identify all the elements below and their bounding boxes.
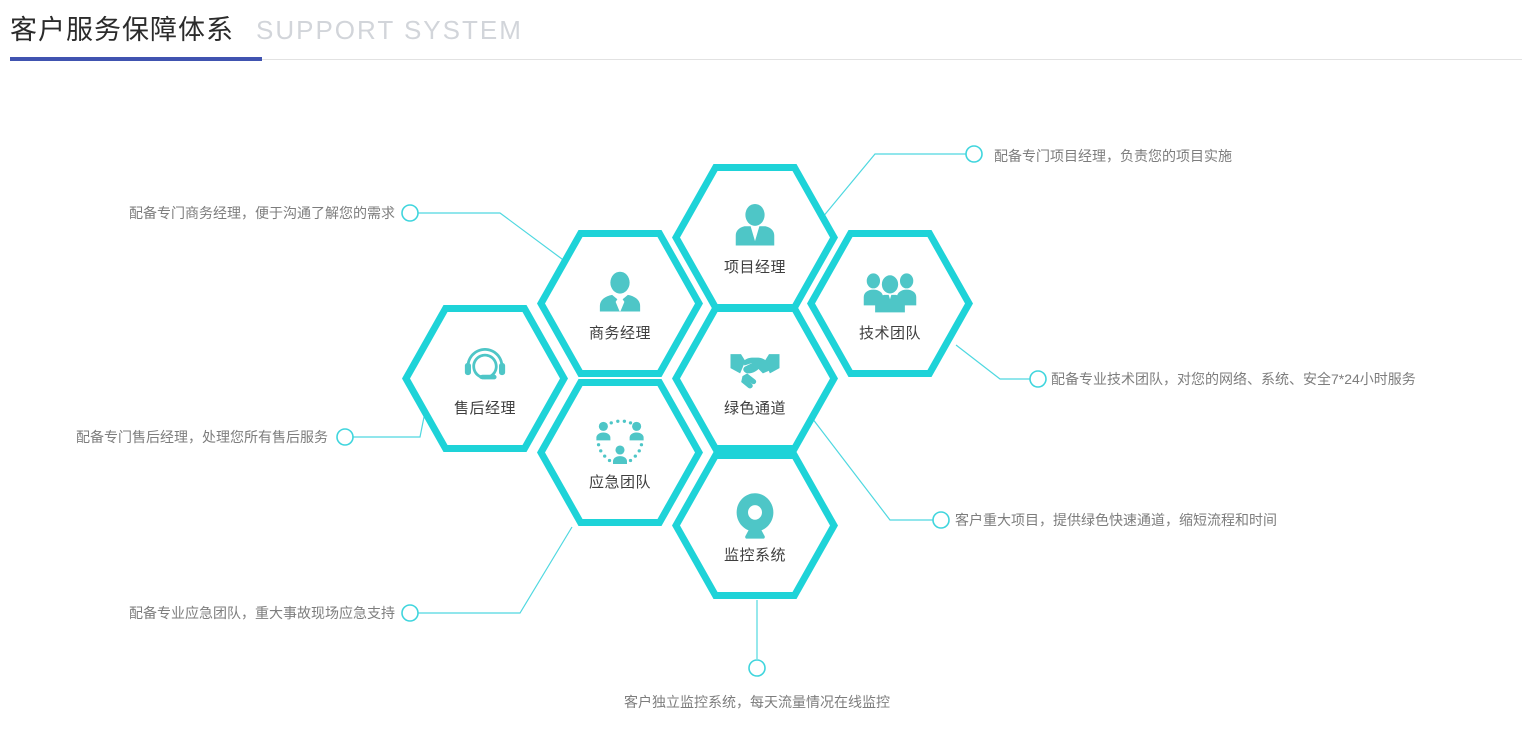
endpoint-dot-green-channel [932,511,950,529]
page-subtitle: SUPPORT SYSTEM [256,15,523,45]
hex-label: 项目经理 [723,258,786,276]
hex-node-monitoring-system[interactable]: 监控系统 [672,452,838,599]
hex-content: 售后经理 [402,305,568,452]
connector-after-sales [352,411,426,438]
endpoint-dot-project-manager [965,145,983,163]
hex-label: 监控系统 [723,546,786,564]
callout-business-manager: 配备专门商务经理，便于沟通了解您的需求 [129,205,395,221]
page-header: 客户服务保障体系 SUPPORT SYSTEM [0,0,1532,62]
callout-technical-team: 配备专业技术团队，对您的网络、系统、安全7*24小时服务 [1051,371,1416,387]
hex-content: 应急团队 [537,379,703,526]
connector-technical-team [955,344,1030,380]
team-network-icon [592,415,648,471]
endpoint-dot-after-sales [336,428,354,446]
endpoint-dot-monitoring-system [748,659,766,677]
hex-label: 商务经理 [588,324,651,342]
camera-icon [727,488,783,544]
hex-node-business-manager[interactable]: 商务经理 [537,230,703,377]
connector-business-manager [418,212,567,263]
header-accent-bar [10,57,262,61]
connector-green-channel [811,417,934,521]
hex-node-technical-team[interactable]: 技术团队 [807,230,973,377]
hex-content: 技术团队 [807,230,973,377]
hex-content: 监控系统 [672,452,838,599]
connector-project-manager [821,153,966,219]
hex-content: 项目经理 [672,164,838,311]
group-icon [862,266,918,322]
businessman-icon [592,266,648,322]
hex-label: 应急团队 [588,473,651,491]
hex-content: 绿色通道 [672,305,838,452]
callout-emergency-team: 配备专业应急团队，重大事故现场应急支持 [129,605,395,621]
callout-green-channel: 客户重大项目，提供绿色快速通道，缩短流程和时间 [955,512,1277,528]
callout-after-sales: 配备专门售后经理，处理您所有售后服务 [76,429,328,445]
hex-node-project-manager[interactable]: 项目经理 [672,164,838,311]
page-title: 客户服务保障体系 [10,15,234,45]
hex-node-emergency-team[interactable]: 应急团队 [537,379,703,526]
manager-icon [727,200,783,256]
header-titles: 客户服务保障体系 SUPPORT SYSTEM [10,8,523,47]
hex-node-after-sales-manager[interactable]: 售后经理 [402,305,568,452]
callout-monitoring-system: 客户独立监控系统，每天流量情况在线监控 [624,694,890,710]
hex-label: 技术团队 [858,324,921,342]
callout-project-manager: 配备专门项目经理，负责您的项目实施 [994,148,1232,164]
connector-emergency-team [418,526,573,614]
hex-label: 售后经理 [453,399,516,417]
headset-icon [457,341,513,397]
handshake-icon [727,341,783,397]
endpoint-dot-technical-team [1029,370,1047,388]
header-divider [10,59,1522,60]
hex-content: 商务经理 [537,230,703,377]
hex-node-green-channel[interactable]: 绿色通道 [672,305,838,452]
hex-label: 绿色通道 [723,399,786,417]
endpoint-dot-business-manager [401,204,419,222]
endpoint-dot-emergency-team [401,604,419,622]
